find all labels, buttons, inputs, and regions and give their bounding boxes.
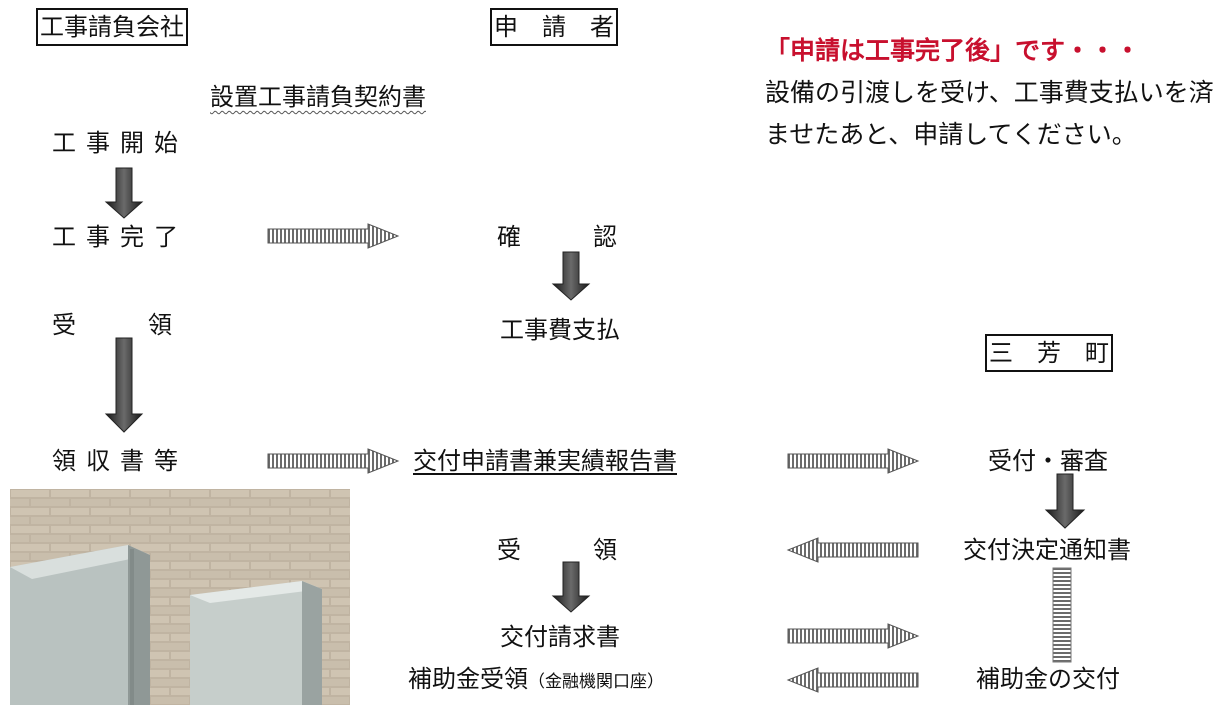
subsidy-request-form: 交付請求書 (500, 623, 620, 651)
outdoor-unit-photo-icon (10, 489, 350, 705)
bank-account-label: （金融機関口座） (528, 672, 664, 692)
step-construction-complete: 工事完了 (52, 223, 188, 251)
arrow-receipt-to-application (267, 448, 400, 474)
arrow-grant-to-applicant (786, 667, 919, 693)
arrow-confirm-to-payment (551, 251, 591, 301)
contract-document: 設置工事請負契約書 (210, 83, 426, 111)
applicant-header: 申 請 者 (490, 8, 618, 46)
subsidy-grant: 補助金の交付 (976, 665, 1120, 693)
step-contractor-receive: 受 領 (52, 311, 172, 339)
arrow-review-to-decision (1044, 473, 1086, 529)
note-headline: 「申請は工事完了後」です・・・ (765, 36, 1141, 65)
step-review: 受付・審査 (988, 447, 1108, 475)
arrow-start-to-complete (104, 167, 144, 219)
decision-notice: 交付決定通知書 (963, 536, 1131, 564)
step-confirm: 確 認 (497, 223, 617, 251)
subsidy-receive-label: 補助金受領 (408, 665, 528, 693)
arrow-application-to-review (787, 448, 920, 474)
step-construction-start: 工事開始 (52, 129, 188, 157)
contractor-header: 工事請負会社 (36, 8, 188, 46)
arrow-complete-to-confirm (267, 223, 400, 249)
step-applicant-receive: 受 領 (497, 536, 617, 564)
town-header: 三 芳 町 (985, 334, 1113, 372)
note-body: 設備の引渡しを受け、工事費支払いを済ませたあと、申請してください。 (765, 78, 1214, 149)
arrow-receive-to-receipt (104, 337, 144, 433)
arrow-receive-to-request (551, 561, 591, 613)
connector-decision-to-grant (1052, 567, 1072, 663)
arrow-decision-to-applicant (786, 537, 919, 563)
subsidy-application-form: 交付申請書兼実績報告書 (413, 447, 677, 475)
arrow-request-to-town (787, 623, 920, 649)
step-subsidy-receive: 補助金受領（金融機関口座） (408, 664, 664, 697)
step-payment: 工事費支払 (500, 316, 620, 344)
step-receipt: 領収書等 (52, 447, 188, 475)
